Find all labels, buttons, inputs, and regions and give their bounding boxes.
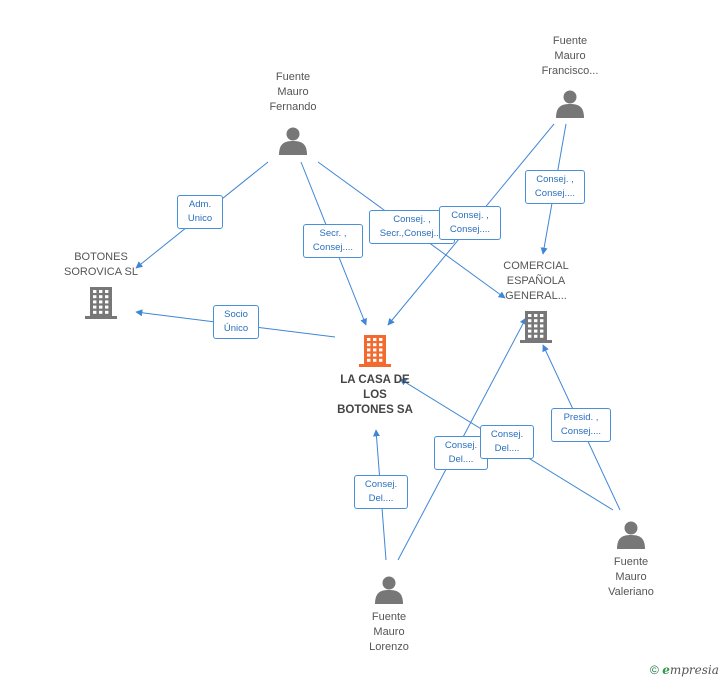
node-label-line: BOTONES (74, 251, 128, 263)
node-label-line: Fernando (269, 101, 317, 113)
edge-label-line: Consej. , (393, 214, 431, 225)
edge-label-line: Secr.,Consej.... (379, 228, 445, 239)
node-label-line: Mauro (554, 50, 586, 62)
edge-label-fernando-to-la_casa[interactable]: Secr. , Consej.... (303, 224, 363, 258)
person-icon[interactable] (617, 521, 645, 550)
node-label-line: Fuente (275, 71, 311, 83)
node-label-line: SOROVICA SL (64, 266, 138, 278)
edge-label-line: Del.... (448, 454, 474, 465)
edge-label-valeriano-to-la_casa[interactable]: Consej. Del.... (480, 425, 534, 459)
node-label-line: Fuente (371, 611, 407, 623)
empresia-logo: empresia (662, 663, 719, 677)
node-label-line: BOTONES SA (337, 404, 413, 416)
edge-label-lorenzo-to-la_casa[interactable]: Consej. Del.... (354, 475, 408, 509)
node-label-line: Valeriano (608, 586, 654, 598)
edge-label-line: Consej. (490, 429, 524, 440)
edge-label-line: Consej.... (534, 188, 576, 199)
person-icon[interactable] (375, 576, 403, 605)
edge-label-line: Presid. , (563, 412, 599, 423)
edge-label-line: Consej.... (449, 224, 491, 235)
node-label-line: Mauro (277, 86, 309, 98)
edge-label-francisco-to-la_casa[interactable]: Consej. , Consej.... (439, 206, 501, 240)
person-icon[interactable] (556, 90, 584, 119)
edge-label-line: Consej.... (560, 426, 602, 437)
node-label-line: Francisco... (541, 65, 599, 77)
main-company-building-icon[interactable] (359, 335, 391, 367)
node-label-botones-sorovica[interactable]: BOTONES SOROVICA SL (41, 250, 161, 280)
edge-label-line: Unico (187, 213, 213, 224)
person-icon[interactable] (279, 127, 307, 156)
node-label-line: Fuente (613, 556, 649, 568)
node-label-line: ESPAÑOLA (506, 275, 566, 287)
node-label-line: LOS (363, 389, 387, 401)
edge-label-line: Consej.... (312, 242, 354, 253)
footer-brand[interactable]: © empresia (650, 663, 719, 677)
edge-label-line: Único (223, 323, 249, 334)
edge-label-line: Consej. (364, 479, 398, 490)
edge-label-francisco-to-comercial[interactable]: Consej. , Consej.... (525, 170, 585, 204)
edge-label-line: Consej. , (451, 210, 489, 221)
node-label-line: Fuente (552, 35, 588, 47)
edge-label-line: Del.... (494, 443, 520, 454)
node-label-line: GENERAL... (505, 290, 567, 302)
edge-label-line: Adm. (188, 199, 212, 210)
edge-label-line: Socio (224, 309, 248, 320)
edge-label-line: Consej. (444, 440, 478, 451)
edge-label-lorenzo-to-comercial[interactable]: Consej. Del.... (434, 436, 488, 470)
node-label-comercial[interactable]: COMERCIAL ESPAÑOLA GENERAL... (476, 259, 596, 304)
company-building-icon[interactable] (520, 311, 552, 343)
edge-label-valeriano-to-comercial[interactable]: Presid. , Consej.... (551, 408, 611, 442)
node-label-line: COMERCIAL (503, 260, 569, 272)
nodes-layer (85, 90, 645, 605)
edge-label-line: Consej. , (536, 174, 574, 185)
node-label-line: Lorenzo (369, 641, 409, 653)
node-label-la-casa[interactable]: LA CASA DE LOS BOTONES SA (315, 373, 435, 418)
edge-label-fernando-to-botones_sorovica[interactable]: Adm. Unico (177, 195, 223, 229)
node-label-line: LA CASA DE (340, 374, 410, 386)
node-label-line: Mauro (615, 571, 647, 583)
copyright-symbol: © (650, 663, 659, 677)
node-label-line: Mauro (373, 626, 405, 638)
edge-label-line: Secr. , (319, 228, 347, 239)
company-building-icon[interactable] (85, 287, 117, 319)
edge-label-line: Del.... (368, 493, 394, 504)
